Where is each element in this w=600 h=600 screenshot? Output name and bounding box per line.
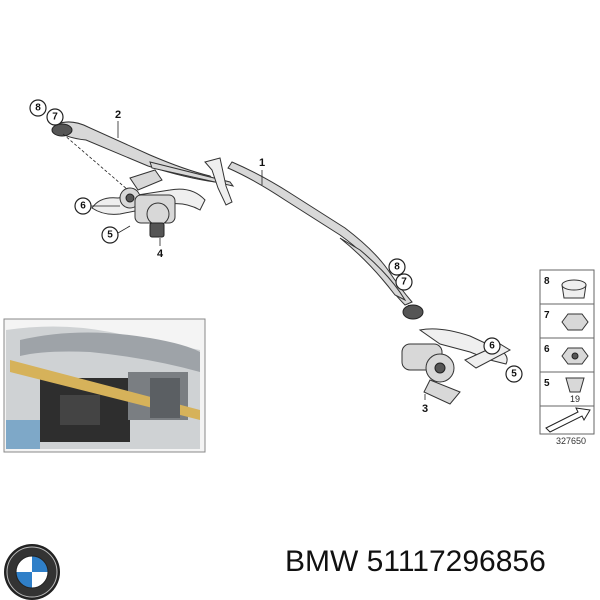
dashed-guide bbox=[62, 133, 129, 191]
wiper-motor-4 bbox=[91, 169, 206, 238]
callout-label: 5 bbox=[511, 369, 517, 380]
legend-subcode: 19 bbox=[570, 394, 580, 404]
callout-5-left bbox=[101, 226, 119, 244]
callout-label: 5 bbox=[107, 230, 113, 241]
bmw-logo bbox=[4, 544, 60, 600]
callout-7-upper bbox=[46, 108, 64, 126]
callout-label: 8 bbox=[35, 103, 41, 114]
part-caption: BMW 51117296856 bbox=[285, 545, 595, 579]
brand-name: BMW bbox=[285, 545, 359, 578]
callout-label: 6 bbox=[489, 341, 495, 352]
bracket bbox=[204, 157, 233, 206]
callout-label: 7 bbox=[401, 277, 407, 288]
diagram-id: 327650 bbox=[556, 436, 586, 446]
legend-number: 8 bbox=[544, 276, 550, 287]
legend-number: 5 bbox=[544, 378, 550, 389]
callout-4: 4 bbox=[157, 248, 164, 260]
fastener-legend: 8 7 6 5 19 327650 bbox=[539, 269, 595, 446]
callout-8-right bbox=[388, 258, 406, 276]
callout-label: 6 bbox=[80, 201, 86, 212]
callout-2: 2 bbox=[115, 109, 121, 121]
callout-3: 3 bbox=[422, 403, 428, 415]
callout-5-right bbox=[505, 365, 523, 383]
callout-1: 1 bbox=[259, 157, 265, 169]
legend-number: 6 bbox=[544, 344, 550, 355]
legend-number: 7 bbox=[544, 310, 550, 321]
part-number: 51117296856 bbox=[366, 545, 546, 578]
callout-7-right bbox=[395, 273, 413, 291]
wiper-arm-1 bbox=[227, 161, 424, 320]
wiper-arm-2 bbox=[51, 121, 235, 187]
callout-6-right bbox=[483, 337, 501, 355]
callout-8-upper bbox=[29, 99, 47, 117]
callout-label: 8 bbox=[394, 262, 400, 273]
direction-arrow-icon bbox=[545, 407, 591, 433]
callout-label: 7 bbox=[52, 112, 58, 123]
leader-line bbox=[117, 225, 131, 234]
vehicle-inset bbox=[3, 318, 206, 453]
wiper-motor-3 bbox=[401, 328, 512, 405]
